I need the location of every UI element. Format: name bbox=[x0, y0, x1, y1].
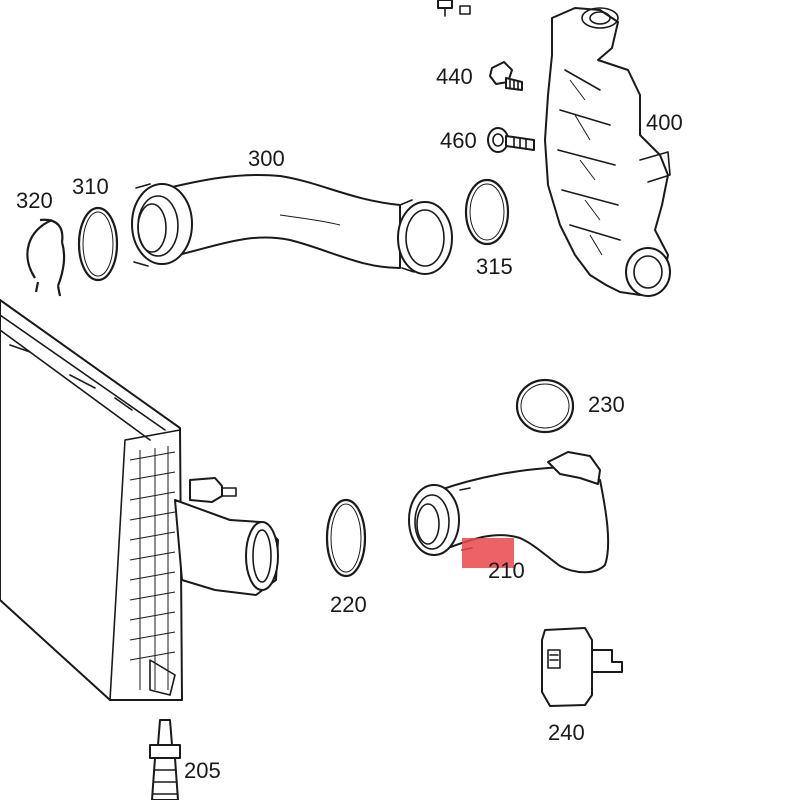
label-320: 320 bbox=[16, 188, 53, 213]
bolt-top bbox=[437, 0, 471, 17]
part-300-charge-air-hose bbox=[131, 173, 453, 275]
label-460: 460 bbox=[440, 128, 477, 153]
label-310: 310 bbox=[72, 174, 109, 199]
label-240: 240 bbox=[548, 720, 585, 745]
label-230: 230 bbox=[588, 392, 625, 417]
part-310-seal-ring bbox=[77, 206, 119, 282]
part-205-bolt bbox=[149, 719, 181, 800]
part-320-clip bbox=[26, 218, 66, 297]
part-440-bolt bbox=[489, 61, 523, 91]
part-210-charge-air-elbow bbox=[408, 451, 610, 574]
label-315: 315 bbox=[476, 254, 513, 279]
part-240-sensor bbox=[541, 627, 623, 707]
label-440: 440 bbox=[436, 64, 473, 89]
part-315-seal-ring bbox=[464, 178, 510, 246]
part-220-seal-ring bbox=[325, 498, 367, 578]
charge-air-cooler bbox=[0, 299, 279, 701]
label-210: 210 bbox=[488, 558, 525, 583]
part-230-seal-ring bbox=[515, 378, 575, 434]
part-460-bolt bbox=[487, 127, 535, 153]
part-400-charge-air-pipe bbox=[544, 7, 671, 297]
label-300: 300 bbox=[248, 146, 285, 171]
label-220: 220 bbox=[330, 592, 367, 617]
highlight-box bbox=[462, 538, 514, 568]
label-205: 205 bbox=[184, 758, 221, 783]
label-400: 400 bbox=[646, 110, 683, 135]
